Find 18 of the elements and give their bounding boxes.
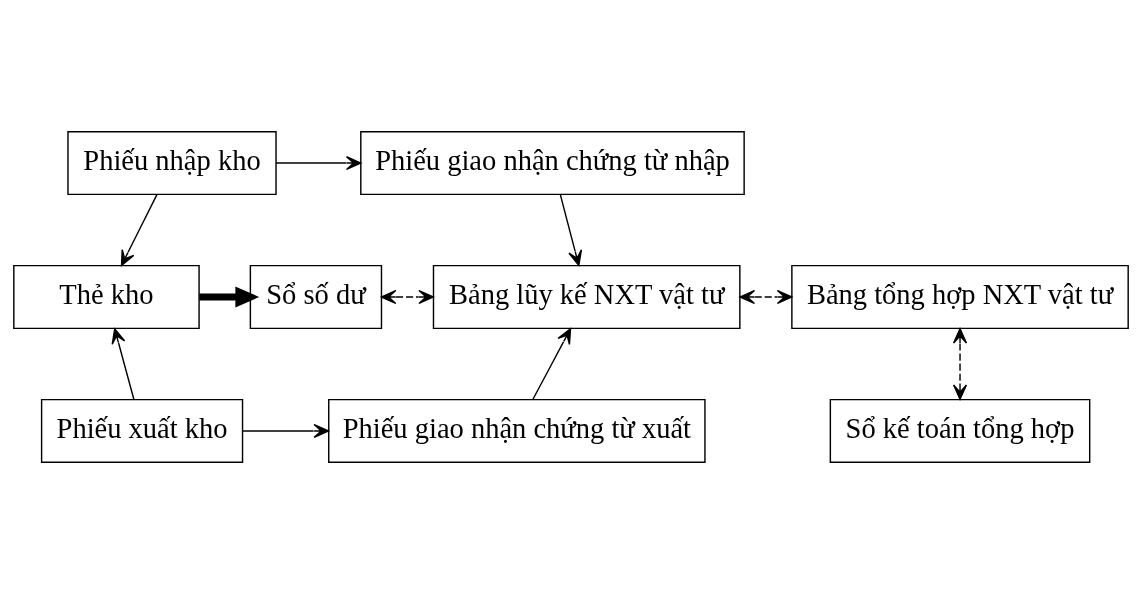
arrow — [739, 289, 793, 305]
node-box: Bảng tổng hợp NXT vật tư — [791, 264, 1129, 330]
node-box: Thẻ kho — [13, 264, 200, 330]
node-box: Phiếu giao nhận chứng từ nhập — [360, 131, 745, 196]
node-box: Phiếu giao nhận chứng từ xuất — [328, 398, 706, 463]
arrow — [559, 194, 583, 267]
arrow — [952, 328, 968, 400]
arrow — [120, 194, 158, 267]
arrow — [532, 328, 572, 400]
arrow — [380, 289, 434, 305]
arrow — [275, 155, 362, 171]
node-box: Sổ số dư — [249, 264, 383, 330]
node-box: Sổ kế toán tổng hợp — [829, 398, 1091, 463]
node-box: Bảng lũy kế NXT vật tư — [432, 264, 741, 330]
node-box: Phiếu xuất kho — [40, 398, 244, 463]
arrow — [242, 423, 330, 439]
arrow — [111, 328, 135, 400]
node-box: Phiếu nhập kho — [67, 131, 277, 196]
